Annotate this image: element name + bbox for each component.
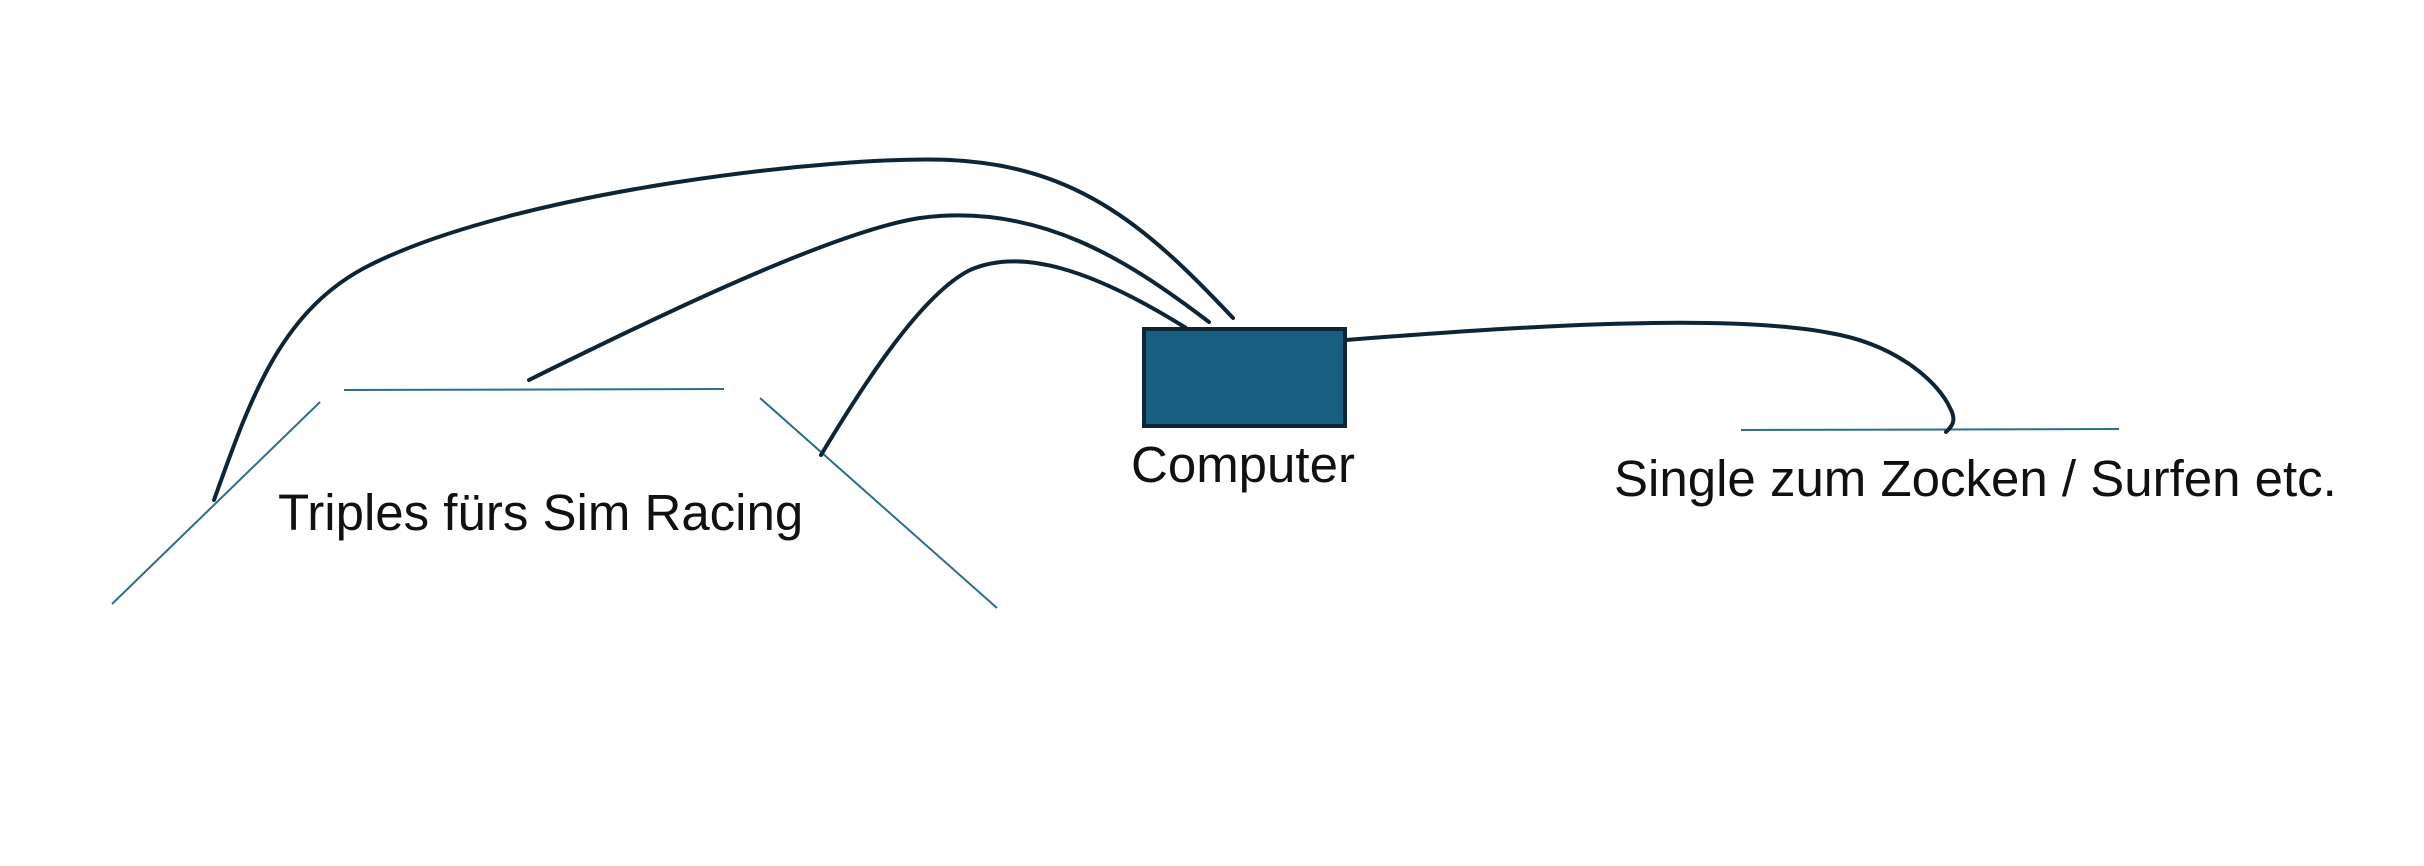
left-monitor-line [111,401,321,605]
cable-left-monitor [212,157,1235,502]
right-monitor-line [759,397,998,609]
computer-box [1142,327,1347,428]
cables [212,157,1956,502]
cable-single-monitor [1344,320,1956,434]
cable-center-monitor [527,213,1211,382]
triples-label: Triples fürs Sim Racing [278,484,803,541]
single-monitor-line [1740,428,2120,431]
computer-label: Computer [1131,436,1355,493]
cable-right-monitor [819,259,1188,457]
single-label: Single zum Zocken / Surfen etc. [1614,450,2337,507]
triple-monitors [111,388,998,609]
center-monitor-line [343,388,725,391]
